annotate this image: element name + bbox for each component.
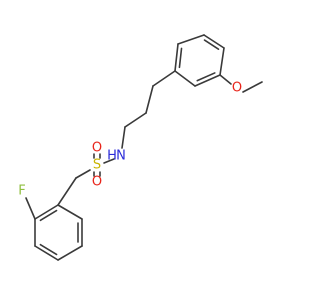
atom-label-sulfonyl-oxygen-top: O — [92, 141, 102, 156]
atom-label-sulfonyl-oxygen-bottom: O — [92, 175, 102, 190]
sulfur-to-methylene-bond — [75, 169, 91, 179]
methoxy-oxygen-to-methyl-bond — [242, 81, 263, 93]
fluorophenyl-ring-bond-5 — [57, 204, 83, 220]
carbon-to-fluorine-bond — [25, 197, 36, 220]
chemical-structure: F O S O O H N — [18, 34, 263, 261]
methoxyphenyl-ring-bond-4 — [194, 74, 221, 87]
atom-label-layer: F O S O O H N — [18, 81, 242, 199]
atom-label-amine-hydrogen: H — [107, 149, 117, 164]
propyl-bond-2 — [145, 85, 154, 114]
fluorophenyl-ring-bond-0 — [34, 204, 59, 220]
structure-canvas: F O S O O H N — [18, 34, 263, 261]
methoxyphenyl-ring-bond-5 — [174, 70, 196, 87]
bond-layer — [25, 34, 263, 261]
methylene-to-ring-bond — [57, 177, 77, 206]
propyl-bond-1 — [152, 70, 176, 87]
atom-label-methoxy-oxygen: O — [232, 81, 242, 96]
fluorophenyl-ring-bond-2 — [34, 245, 59, 261]
methoxyphenyl-ring-bond-2 — [203, 34, 225, 49]
atom-label-nitrogen: N — [116, 149, 126, 164]
atom-label-sulfur: S — [93, 158, 101, 173]
methoxyphenyl-ring-double-bond-4 — [196, 72, 216, 82]
ring-to-methoxy-oxygen-bond — [219, 74, 232, 85]
methoxyphenyl-ring-double-bond-2 — [203, 39, 220, 50]
propyl-bond-3 — [124, 112, 147, 128]
methoxyphenyl-ring-bond-0 — [174, 43, 179, 72]
atom-label-fluorine: F — [18, 184, 25, 199]
methoxyphenyl-ring-bond-1 — [177, 34, 205, 45]
fluorophenyl-ring-bond-3 — [57, 245, 83, 261]
nitrogen-to-sulfur-bond — [103, 158, 115, 164]
propyl-to-nitrogen-bond — [121, 126, 126, 149]
methoxyphenyl-ring-double-bond-0 — [178, 47, 183, 69]
fluorophenyl-ring-double-bond-2 — [39, 243, 58, 256]
fluorophenyl-ring-double-bond-0 — [39, 209, 58, 222]
methoxyphenyl-ring-bond-3 — [219, 47, 225, 76]
